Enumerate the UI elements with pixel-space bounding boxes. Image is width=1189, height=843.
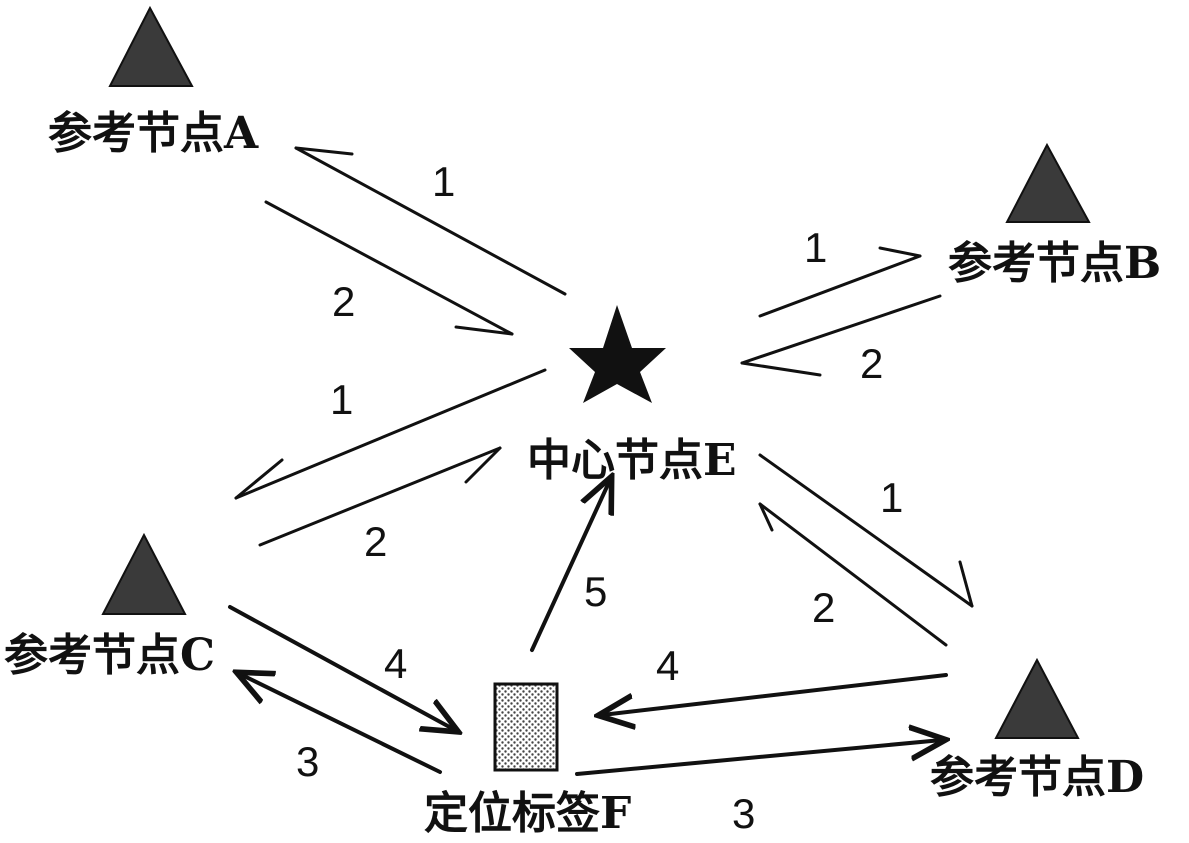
edge-label-e-c-1: 1 [330,376,353,423]
triangle-icon-d [996,660,1078,738]
edge-label-e-d-1: 1 [880,474,903,521]
node-label-c: 参考节点C [4,630,215,681]
node-label-d: 参考节点D [930,752,1144,803]
edge-e-b-1 [760,248,920,316]
edge-a-e-1 [296,148,565,294]
edge-label-e-b-1: 1 [804,224,827,271]
edge-label-a-e-2: 2 [332,278,355,325]
node-label-e: 中心节点E [527,435,737,486]
edge-label-e-c-2: 2 [364,518,387,565]
triangle-icon-a [110,8,192,86]
edge-label-f-c: 3 [296,738,319,785]
edge-label-f-d: 3 [732,790,755,837]
edge-label-d-f: 4 [656,642,679,689]
node-label-f: 定位标签F [424,788,631,839]
edge-label-f-e: 5 [584,568,607,615]
edge-a-e-2 [266,202,512,334]
edge-label-c-f: 4 [384,640,407,687]
node-label-b: 参考节点B [948,238,1161,289]
triangle-icon-c [103,535,185,614]
edge-label-a-e-1: 1 [432,158,455,205]
arrow-d-to-f [602,675,946,715]
edge-e-d-2 [760,504,946,645]
triangle-icon-b [1007,145,1089,222]
arrow-f-to-d [577,740,942,774]
arrow-c-to-f [230,607,455,730]
arrow-f-to-c [240,674,440,772]
edge-e-b-2 [742,296,940,375]
edge-label-e-d-2: 2 [812,584,835,631]
edge-e-c-1 [236,370,545,498]
dotted-rectangle-icon [495,684,557,770]
arrow-f-to-e [532,480,610,650]
edge-label-e-b-2: 2 [860,340,883,387]
node-label-a: 参考节点A [48,108,259,159]
star-icon [569,305,666,403]
